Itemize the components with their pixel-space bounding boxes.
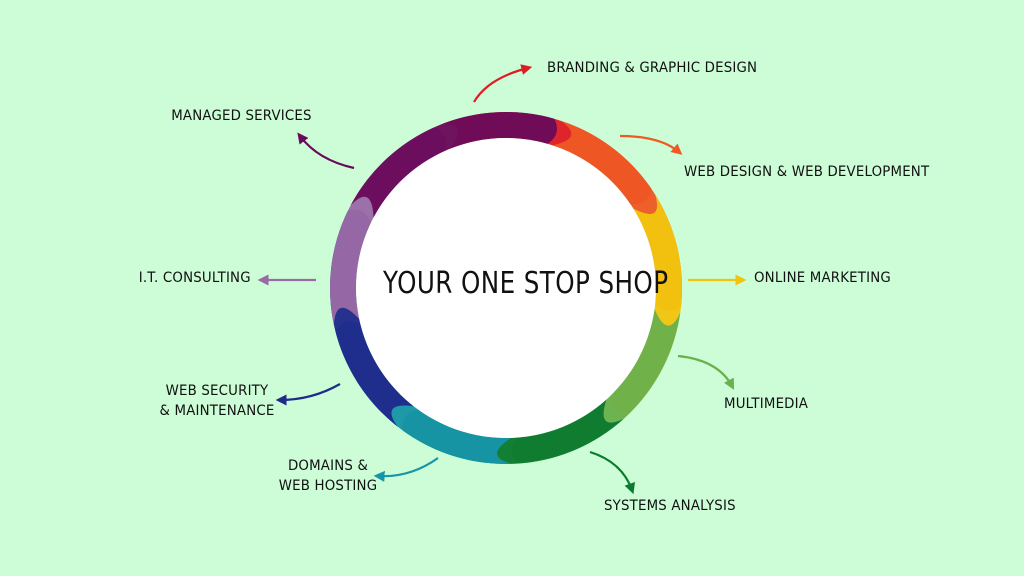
label-online-marketing-line-1: ONLINE MARKETING (754, 270, 891, 286)
label-branding-line-1: BRANDING & GRAPHIC DESIGN (547, 60, 758, 76)
label-online-marketing: ONLINE MARKETING (754, 268, 891, 288)
label-multimedia-line-1: MULTIMEDIA (724, 396, 809, 412)
arrow-branding (473, 64, 533, 103)
label-domains: DOMAINS & WEB HOSTING (273, 456, 383, 496)
label-multimedia: MULTIMEDIA (724, 394, 808, 414)
arrow-systems-analysis (589, 450, 635, 495)
center-title: YOUR ONE STOP SHOP (383, 266, 669, 301)
arrow-managed-services (297, 132, 355, 170)
arrow-web-security (275, 383, 341, 406)
label-web-design: WEB DESIGN & WEB DEVELOPMENT (684, 162, 929, 182)
ribbon-managed-services (350, 111, 557, 218)
label-domains-line-1: DOMAINS & (287, 458, 369, 474)
label-web-security-line-2: & MAINTENANCE (159, 403, 275, 419)
arrow-multimedia (677, 354, 735, 390)
center-circle (356, 138, 656, 438)
label-systems-analysis-line-1: SYSTEMS ANALYSIS (604, 498, 736, 514)
label-systems-analysis: SYSTEMS ANALYSIS (604, 496, 736, 516)
label-managed-services: MANAGED SERVICES (172, 106, 312, 126)
label-domains-line-2: WEB HOSTING (278, 478, 378, 494)
arrow-domains (373, 457, 439, 482)
label-branding: BRANDING & GRAPHIC DESIGN (547, 58, 757, 78)
label-web-design-line-1: WEB DESIGN & WEB DEVELOPMENT (684, 164, 930, 180)
label-it-consulting-line-1: I.T. CONSULTING (138, 270, 251, 286)
arrow-web-design (619, 134, 683, 155)
label-it-consulting: I.T. CONSULTING (139, 268, 251, 288)
label-web-security-line-1: WEB SECURITY (165, 383, 269, 399)
label-managed-services-line-1: MANAGED SERVICES (171, 108, 312, 124)
label-web-security: WEB SECURITY & MAINTENANCE (157, 381, 277, 421)
